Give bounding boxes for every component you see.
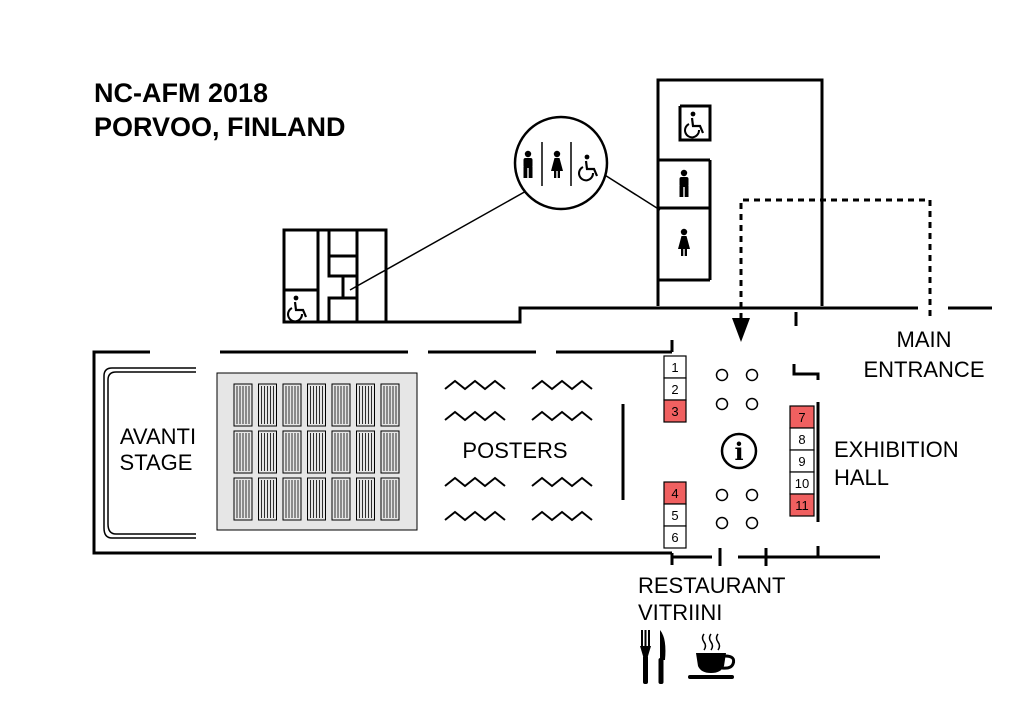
svg-text:6: 6: [671, 530, 678, 545]
booth-9: 9: [789, 449, 815, 473]
right-restroom-block: [656, 78, 824, 306]
svg-text:5: 5: [671, 508, 678, 523]
stage-label-1: AVANTI: [120, 424, 196, 449]
seating-area: [216, 372, 418, 531]
wheelchair-icon: [683, 110, 705, 139]
info-icon-glyph: i: [734, 437, 743, 466]
booth-7: 7: [789, 405, 815, 429]
stage-label-2: STAGE: [120, 450, 193, 475]
coffee-cup-icon: [688, 633, 736, 679]
booth-11: 11: [789, 493, 815, 517]
man-icon: [679, 169, 689, 197]
svg-text:7: 7: [798, 410, 805, 425]
restaurant-label-2: VITRIINI: [638, 600, 722, 625]
exhibition-label-1: EXHIBITION: [834, 437, 959, 462]
restaurant-label-1: RESTAURANT: [638, 573, 786, 598]
svg-text:3: 3: [671, 404, 678, 419]
booths-left: 1 2 3 4 5 6: [663, 355, 687, 549]
arrow-down-icon: [732, 318, 750, 342]
booth-2: 2: [663, 377, 687, 401]
info-icon: [720, 432, 758, 470]
main-entrance-label-2: ENTRANCE: [863, 357, 984, 382]
svg-text:1: 1: [671, 360, 678, 375]
svg-text:9: 9: [798, 454, 805, 469]
woman-icon: [678, 228, 690, 256]
main-entrance-label-1: MAIN: [897, 327, 952, 352]
booth-4: 4: [663, 481, 687, 505]
posters-label: POSTERS: [462, 438, 567, 463]
booth-6: 6: [663, 525, 687, 549]
svg-text:8: 8: [798, 432, 805, 447]
booths-right: 7 8 9 10 11: [789, 405, 815, 517]
restroom-callout: [513, 115, 609, 211]
wheelchair-icon: [286, 294, 308, 323]
booth-10: 10: [789, 471, 815, 495]
svg-text:4: 4: [671, 486, 678, 501]
left-restroom-block: [282, 228, 388, 324]
svg-text:2: 2: [671, 382, 678, 397]
booth-3: 3: [663, 399, 687, 423]
exhibition-label-2: HALL: [834, 465, 889, 490]
title-line-2: PORVOO, FINLAND: [94, 112, 346, 142]
booth-8: 8: [789, 427, 815, 451]
svg-text:11: 11: [795, 498, 809, 513]
booth-5: 5: [663, 503, 687, 527]
fork-knife-icon: [640, 630, 666, 684]
svg-text:10: 10: [795, 476, 809, 491]
booth-1: 1: [663, 355, 687, 379]
seat-grid: [233, 383, 400, 521]
title-line-1: NC-AFM 2018: [94, 78, 268, 108]
